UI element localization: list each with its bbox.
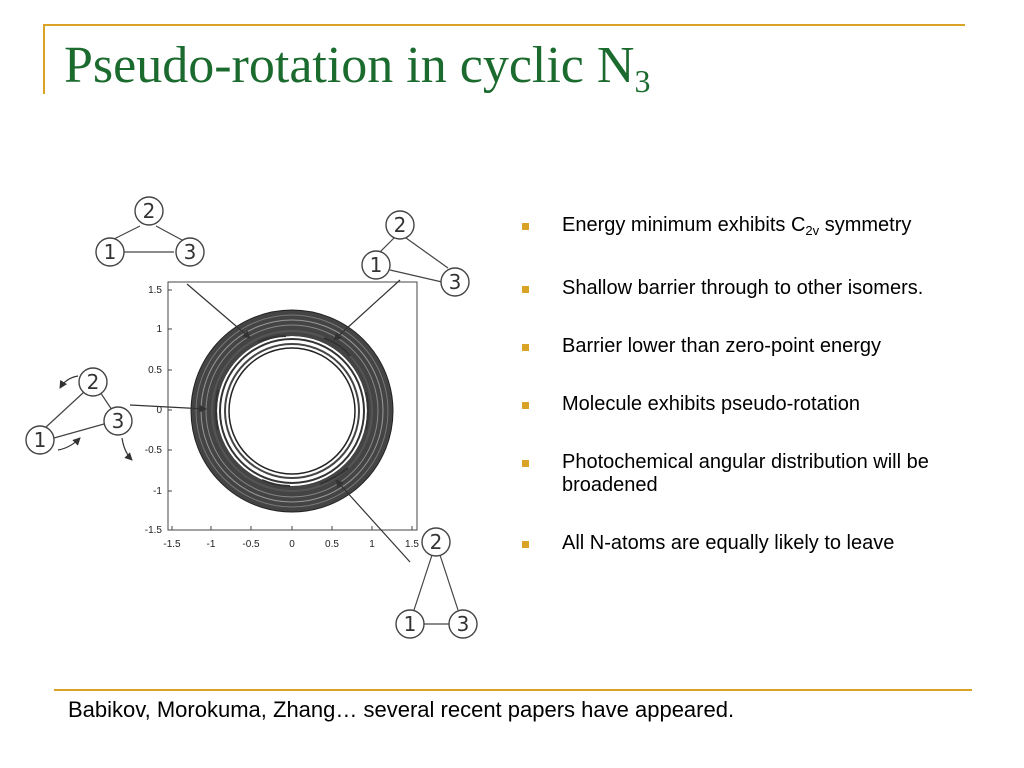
minimum-well-contour xyxy=(323,337,351,357)
atom-circle xyxy=(103,406,133,436)
footer-citation: Babikov, Morokuma, Zhang… several recent… xyxy=(68,697,735,722)
y-tick-label: -0.5 xyxy=(145,445,163,456)
y-axis-tick-marks xyxy=(168,289,172,531)
minimum-well-contour xyxy=(319,467,349,485)
x-tick-label: 1.5 xyxy=(405,539,419,550)
atom-label: 2 xyxy=(87,370,100,394)
minimum-well-contour xyxy=(365,391,369,431)
bullet-list: Energy minimum exhibits C2v symmetry Sha… xyxy=(522,214,1012,590)
square-bullet-icon xyxy=(522,460,529,467)
atom-label: 3 xyxy=(112,409,125,433)
bullet-text: Molecule exhibits pseudo-rotation xyxy=(562,393,860,415)
square-bullet-icon xyxy=(522,541,529,548)
pointer-arrows xyxy=(129,279,411,563)
bullet-text: All N-atoms are equally likely to leave xyxy=(562,532,895,554)
bullet-item: All N-atoms are equally likely to leave xyxy=(522,532,1012,555)
atom-label: 3 xyxy=(449,270,462,294)
square-bullet-icon xyxy=(522,223,529,230)
atom-circle xyxy=(385,210,415,240)
bullet-suffix: symmetry xyxy=(819,214,912,236)
atom-circle xyxy=(440,267,470,297)
bullet-item: Molecule exhibits pseudo-rotation xyxy=(522,393,1012,416)
bullet-text: Shallow barrier through to other isomers… xyxy=(562,277,924,299)
square-bullet-icon xyxy=(522,286,529,293)
contour-line xyxy=(190,309,394,513)
molecule-top-right: 2 1 3 xyxy=(361,210,470,297)
atom-label: 3 xyxy=(184,240,197,264)
contour-line xyxy=(211,330,373,492)
atom-label: 1 xyxy=(404,612,417,636)
atom-label: 2 xyxy=(143,199,156,223)
atom-label: 2 xyxy=(430,530,443,554)
atom-circle xyxy=(421,527,451,557)
bullet-text: Energy minimum exhibits C xyxy=(562,214,806,236)
atom-label: 1 xyxy=(104,240,117,264)
minimum-well-contour xyxy=(257,335,287,343)
footer-rule xyxy=(54,689,972,691)
arrow-left-to-ring xyxy=(129,404,207,413)
bullet-text: Barrier lower than zero-point energy xyxy=(562,335,882,357)
atom-circle xyxy=(448,609,478,639)
atom-circle xyxy=(78,367,108,397)
title-rule-top xyxy=(43,24,965,26)
atom-circle xyxy=(134,196,164,226)
arrow-bottom-right-to-ring xyxy=(335,479,411,563)
title-subscript: 3 xyxy=(634,63,651,99)
atom-label: 1 xyxy=(370,253,383,277)
x-tick-label: 0.5 xyxy=(325,539,339,550)
arrow-top-right-to-ring xyxy=(333,279,401,341)
rotation-arrows xyxy=(57,375,133,461)
bullet-text: Photochemical angular distribution will … xyxy=(562,451,929,496)
square-bullet-icon xyxy=(522,402,529,409)
atom-label: 3 xyxy=(457,612,470,636)
x-tick-label: -0.5 xyxy=(242,539,260,550)
x-tick-label: -1 xyxy=(207,539,216,550)
arrow-top-left-to-ring xyxy=(186,283,251,339)
y-tick-label: -1 xyxy=(153,486,162,497)
minimum-well-contour xyxy=(261,479,291,487)
atom-circle xyxy=(95,237,125,267)
title-text: Pseudo-rotation in cyclic N xyxy=(64,37,635,94)
y-tick-label: -1.5 xyxy=(145,525,163,536)
y-tick-label: 0.5 xyxy=(148,365,162,376)
title-rule-left xyxy=(43,24,45,94)
x-axis-tick-labels: -1.5 -1 -0.5 0 0.5 1 1.5 xyxy=(163,539,419,550)
contour-line xyxy=(195,314,389,508)
slide-title: Pseudo-rotation in cyclic N3 xyxy=(64,37,651,99)
minimum-well-contour xyxy=(215,389,219,431)
contour-line xyxy=(219,338,365,484)
atom-circle xyxy=(361,250,391,280)
y-tick-label: 1 xyxy=(156,324,162,335)
bullet-item: Barrier lower than zero-point energy xyxy=(522,335,1012,358)
bullet-item: Energy minimum exhibits C2v symmetry xyxy=(522,214,1012,242)
pseudo-rotation-figure: 1.5 1 0.5 0 -0.5 -1 -1.5 -1.5 -1 -0.5 0 … xyxy=(25,196,478,639)
contour-line xyxy=(228,347,356,475)
y-tick-label: 0 xyxy=(156,405,162,416)
x-tick-label: 1 xyxy=(369,539,375,550)
y-axis-tick-labels: 1.5 1 0.5 0 -0.5 -1 -1.5 xyxy=(145,285,163,536)
y-tick-label: 1.5 xyxy=(148,285,162,296)
molecule-bottom-right: 2 1 3 xyxy=(395,527,478,639)
x-tick-label: -1.5 xyxy=(163,539,181,550)
x-axis-tick-marks xyxy=(171,526,413,530)
molecule-left: 2 1 3 xyxy=(25,367,133,461)
atom-circle xyxy=(395,609,425,639)
contour-line xyxy=(224,343,360,479)
x-tick-label: 0 xyxy=(289,539,295,550)
molecule-top-left: 2 1 3 xyxy=(95,196,205,267)
bullet-item: Photochemical angular distribution will … xyxy=(522,451,1012,497)
atom-label: 2 xyxy=(394,213,407,237)
bullet-item: Shallow barrier through to other isomers… xyxy=(522,277,1012,300)
square-bullet-icon xyxy=(522,344,529,351)
atom-circle xyxy=(175,237,205,267)
atom-circle xyxy=(25,425,55,455)
atom-label: 1 xyxy=(34,428,47,452)
bullet-subscript: 2v xyxy=(805,223,820,238)
